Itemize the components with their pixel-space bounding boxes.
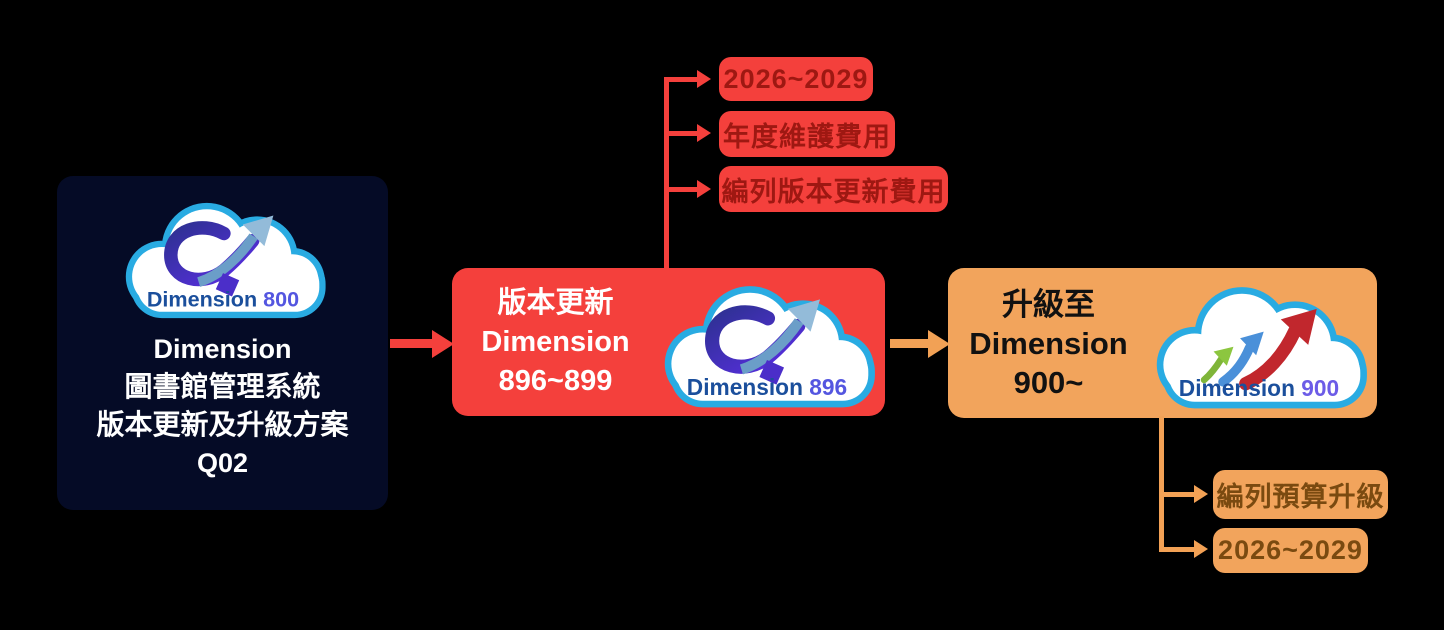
update-notes-trunk-line: [664, 78, 669, 268]
triple-growth-arrows-glyph: [1200, 308, 1317, 391]
note-update-years: 2026~2029: [719, 57, 873, 101]
upgrade-line-3: 900~: [1013, 364, 1084, 400]
cloud-body: [131, 209, 319, 312]
upgrade-box-text: 升級至 Dimension 900~: [952, 285, 1145, 402]
upgrade-note-arrowhead-2: [1194, 540, 1208, 558]
note-upgrade-years: 2026~2029: [1213, 528, 1368, 573]
title-line-4: Q02: [196, 448, 249, 478]
update-note-branch-2: [664, 131, 698, 136]
upgrade-notes-trunk-line: [1159, 416, 1164, 552]
arrow-update-to-upgrade-shaft: [890, 339, 930, 348]
upgrade-box: 升級至 Dimension 900~ Dim: [948, 268, 1377, 418]
infinity-arrow-glyph: [704, 299, 821, 385]
upgrade-line-1: 升級至: [1002, 286, 1095, 322]
update-line-2: Dimension: [481, 325, 630, 358]
infinity-arrow-glyph: [163, 215, 273, 297]
dimension-900-cloud-logo: Dimension 900: [1156, 287, 1367, 409]
upgrade-note-branch-2: [1159, 547, 1195, 552]
arrow-title-to-update-head: [432, 330, 454, 358]
note-annual-maintenance-fee: 年度維護費用: [719, 111, 895, 157]
update-line-3: 896~899: [498, 364, 613, 397]
upgrade-line-2: Dimension: [969, 325, 1128, 361]
note-version-update-budget: 編列版本更新費用: [719, 166, 948, 212]
arrow-title-to-update-shaft: [390, 339, 434, 348]
dimension-800-cloud-logo: Dimension 800: [125, 202, 326, 319]
note-upgrade-budget: 編列預算升級: [1213, 470, 1388, 519]
update-box-text: 版本更新 Dimension 896~899: [458, 284, 653, 401]
update-note-arrowhead-2: [697, 124, 711, 142]
dimension-896-cloud-logo: Dimension 896: [664, 286, 875, 408]
title-line-1: Dimension: [153, 334, 292, 364]
logo-label: Dimension 896: [687, 374, 847, 400]
arrow-update-to-upgrade-head: [928, 330, 950, 358]
logo-label: Dimension 800: [146, 286, 298, 311]
update-box: 版本更新 Dimension 896~899: [452, 268, 885, 416]
logo-label: Dimension 900: [1179, 375, 1339, 401]
title-text: Dimension 圖書館管理系統 版本更新及升級方案 Q02: [96, 330, 348, 482]
title-line-3: 版本更新及升級方案: [96, 409, 349, 440]
upgrade-note-branch-1: [1159, 492, 1195, 497]
update-note-arrowhead-3: [697, 180, 711, 198]
update-note-branch-3: [664, 187, 698, 192]
upgrade-note-arrowhead-1: [1194, 485, 1208, 503]
title-line-2: 圖書館管理系統: [124, 371, 321, 402]
update-line-1: 版本更新: [497, 286, 614, 319]
title-box: Dimension 800 Dimension 圖書館管理系統 版本更新及升級方…: [57, 176, 388, 510]
update-note-arrowhead-1: [697, 70, 711, 88]
update-note-branch-1: [664, 77, 698, 82]
